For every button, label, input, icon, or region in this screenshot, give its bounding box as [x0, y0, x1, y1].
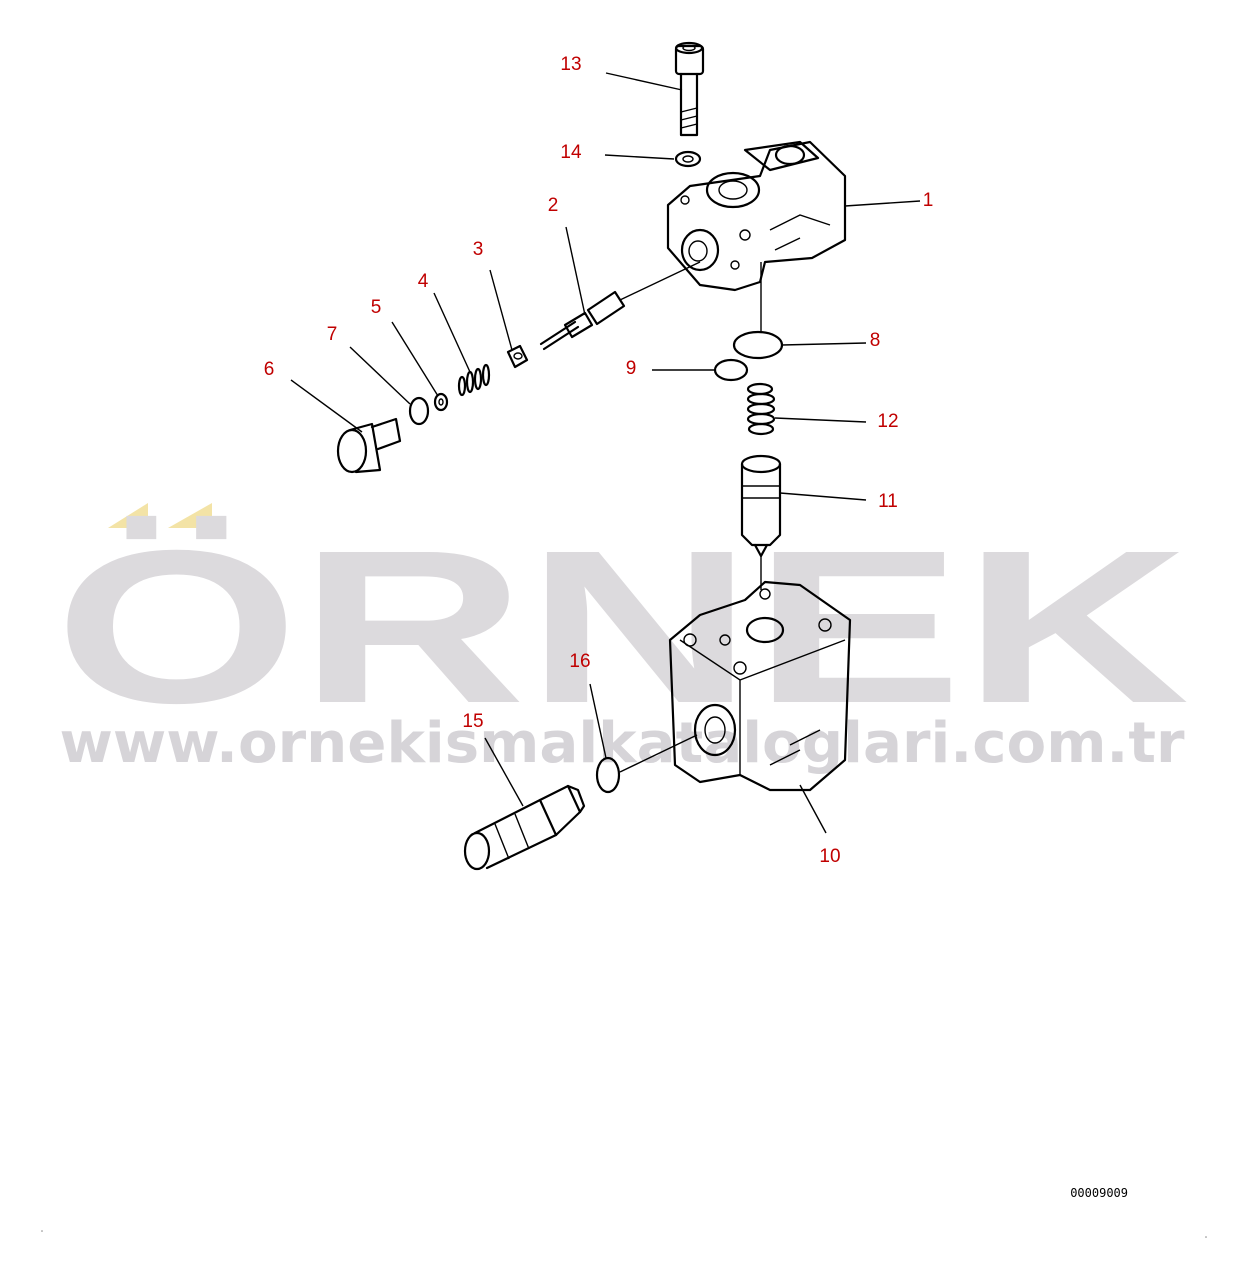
- part-7-o-ring: [408, 396, 430, 426]
- part-6-plug: [336, 417, 402, 474]
- callout-4: 4: [418, 271, 429, 292]
- part-15-relief-valve: [463, 784, 586, 871]
- callout-3: 3: [473, 239, 484, 260]
- callout-9: 9: [626, 358, 637, 379]
- part-16-o-ring: [595, 756, 621, 794]
- part-5-washer: [433, 392, 449, 412]
- part-2-valve-stem: [539, 290, 626, 351]
- callout-12: 12: [877, 411, 898, 432]
- callout-10: 10: [819, 846, 840, 867]
- callout-14: 14: [560, 142, 582, 163]
- callout-1: 1: [923, 190, 934, 211]
- callout-6: 6: [264, 359, 275, 380]
- part-13-bolt: [674, 41, 705, 137]
- callout-2: 2: [548, 195, 559, 216]
- leader-lines: [290, 72, 921, 834]
- callout-16: 16: [569, 651, 590, 672]
- corner-mark-right: [1205, 1236, 1207, 1238]
- part-3-seat: [506, 344, 529, 369]
- callout-11: 11: [878, 491, 898, 512]
- part-4-spring: [457, 363, 491, 397]
- part-10-valve-body: [668, 580, 852, 792]
- watermark-accent-right: [168, 503, 212, 528]
- callout-15: 15: [462, 711, 483, 732]
- drawing-code: 00009009: [1070, 1186, 1128, 1200]
- callout-7: 7: [327, 324, 338, 345]
- part-8-o-ring: [732, 330, 784, 360]
- callout-5: 5: [371, 297, 382, 318]
- part-14-washer: [674, 150, 702, 168]
- corner-mark-left: [41, 1230, 43, 1232]
- callout-labels: 13 14 1 2 3 4 5 7 6 8 9 12 11 16 15 10: [264, 54, 934, 867]
- watermark: ÖRNEK www.ornekismalkataloglari.com.tr: [55, 503, 1190, 776]
- part-9-o-ring: [713, 358, 749, 382]
- watermark-accent-left: [108, 503, 148, 528]
- part-12-spring: [746, 382, 776, 436]
- callout-13: 13: [560, 54, 581, 75]
- watermark-url: www.ornekismalkataloglari.com.tr: [60, 711, 1185, 776]
- watermark-brand: ÖRNEK: [55, 506, 1190, 749]
- callout-8: 8: [870, 330, 881, 351]
- part-1-valve-body: [666, 140, 847, 292]
